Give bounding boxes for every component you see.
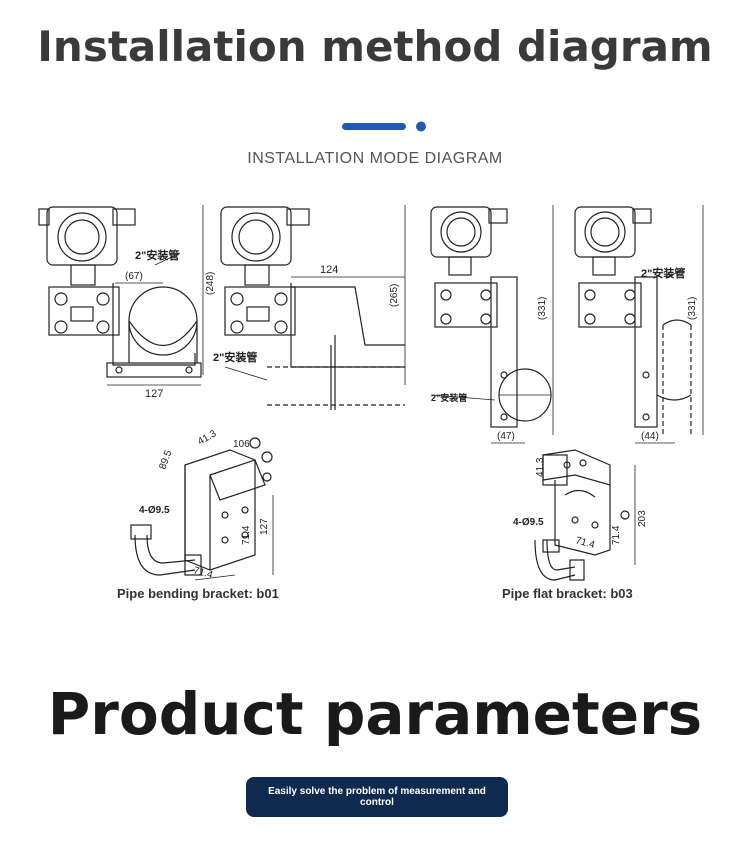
d3-pipe-label: 2"安装管 [431, 392, 467, 403]
d4-dim-b: (44) [641, 431, 659, 442]
b01-dim-5: 127 [259, 518, 270, 535]
b01-dim-1: 89.5 [157, 449, 174, 471]
b03-dim-1: 41.3 [535, 457, 546, 477]
caption-b01: Pipe bending bracket: b01 [117, 586, 279, 601]
section-title-installation: Installation method diagram [37, 22, 713, 71]
d2-pipe-label: 2"安装管 [213, 350, 257, 364]
b01-dim-4: 4-Ø9.5 [139, 505, 170, 516]
b03-dim-4: 71.4 [611, 525, 622, 545]
installation-diagram: 2"安装管 (67) (248) 127 2"安装管 124 (265) [38, 205, 704, 581]
d1-pipe-label: 2"安装管 [135, 248, 179, 262]
install-view-3 [430, 205, 554, 444]
b01-dim-6: 71.4 [241, 525, 252, 545]
d2-dim-b: (265) [389, 284, 400, 307]
b03-dim-5: 71.4 [574, 535, 596, 551]
install-view-2 [220, 205, 406, 410]
b03-dim-2: 4-Ø9.5 [513, 517, 544, 528]
install-view-1 [38, 205, 204, 386]
section-subtitle: INSTALLATION MODE DIAGRAM [247, 150, 503, 167]
d4-dim-a: (331) [687, 297, 698, 320]
d3-dim-b: (47) [497, 431, 515, 442]
b01-dim-7: 71.4 [192, 565, 214, 581]
caption-b03: Pipe flat bracket: b03 [502, 586, 633, 601]
d3-dim-a: (331) [537, 297, 548, 320]
section-title-parameters: Product parameters [47, 680, 703, 748]
tagline-badge: Easily solve the problem of measurement … [246, 777, 508, 817]
accent-divider [342, 121, 426, 132]
d1-dim-c: 127 [145, 388, 163, 400]
bracket-b03-drawing [534, 449, 636, 581]
d1-dim-b: (248) [205, 272, 216, 295]
bracket-b01-drawing [130, 437, 274, 581]
d2-dim-a: 124 [320, 264, 338, 276]
b01-dim-3: 106 [233, 439, 250, 450]
b01-dim-2: 41.3 [196, 428, 219, 447]
d1-dim-a: (67) [125, 271, 143, 282]
install-view-4 [574, 205, 704, 444]
d4-pipe-label: 2"安装管 [641, 266, 685, 280]
b03-dim-3: 203 [637, 510, 648, 527]
tagline-text: Easily solve the problem of measurement … [268, 786, 486, 808]
